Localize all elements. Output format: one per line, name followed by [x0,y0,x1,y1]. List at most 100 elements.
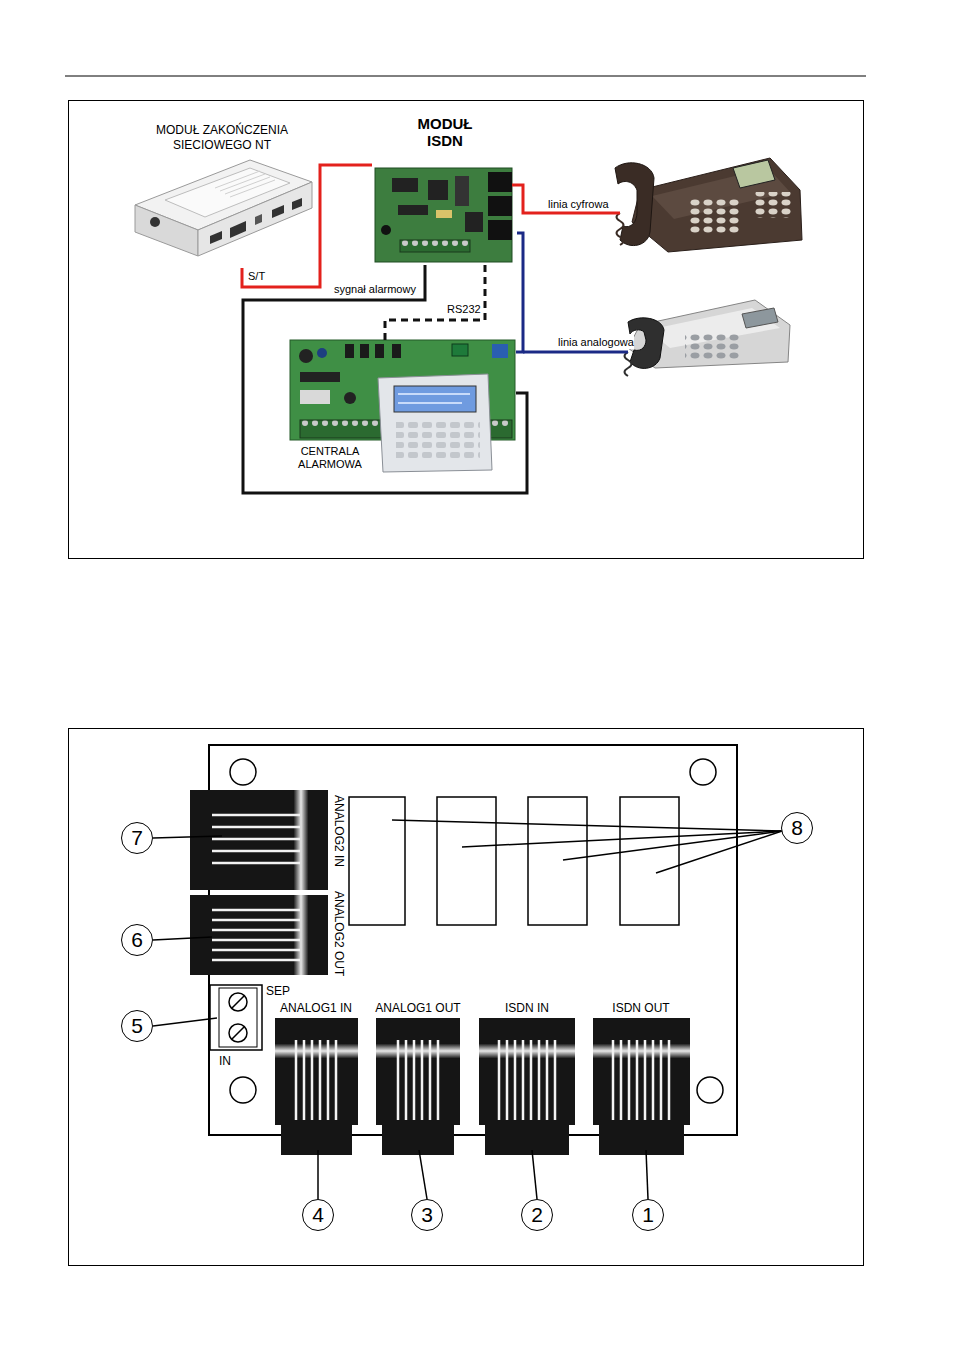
alarm-panel-picture-part [317,348,327,358]
alarm-panel-picture-part [299,349,313,363]
rj-jack-part [275,1018,358,1125]
device-node: MODUŁ ISDN [372,113,517,265]
alarm-panel-picture-part [452,344,468,356]
nt-module-picture-part [215,171,275,197]
connector [516,233,523,352]
module-board-part [697,1077,723,1103]
analog-phone-picture-part [742,308,778,328]
leader-line-part [563,831,782,860]
nt-module-picture-part [292,198,302,210]
nt-module-picture-part [135,205,198,256]
leader-line-part [462,831,782,847]
nt-module-picture-part [210,231,222,244]
port-label: ISDN IN [505,1001,549,1015]
analog-line-wire [523,351,628,354]
device-label: MODUŁ ZAKOŃCZENIA SIECIOWEGO NT [142,123,302,153]
digital-phone-picture [615,158,802,252]
analog-phone-picture-part [685,332,740,359]
leader-line-part [153,937,212,940]
port-label: ANALOG2 IN [332,795,346,867]
digital-line-wire [512,185,620,213]
rj-jack-part [479,1018,575,1125]
isdn-module-picture-part [488,172,512,192]
line-label: linia cyfrowa [548,198,609,211]
rj-jack-part [613,1040,669,1120]
leader-line-part [153,1018,217,1026]
module-board-part [690,759,716,785]
rj-jack-part [593,1018,690,1125]
relay-outline-part [437,797,496,925]
connector [385,265,485,340]
rj-jack-part [376,1018,460,1125]
digital-phone-picture-part [632,158,802,252]
alarm-panel-picture-part [344,392,356,404]
module-board-part [230,1077,256,1103]
isdn-module-picture [375,168,512,262]
alarm-panel-picture-part [345,344,354,358]
rj-jack-part [382,1125,454,1155]
rj-jack-vertical-part [294,895,308,975]
rj-jack-vertical-part [212,910,300,960]
port-label: ISDN OUT [612,1001,669,1015]
rj-jack-vertical-part [190,895,328,975]
nt-module-picture-part [272,205,284,218]
alarm-panel-picture-part [300,372,340,382]
rj-jack-vertical-part [212,815,300,863]
callout-number: 7 [121,822,153,854]
nt-module-picture-part [255,214,262,225]
callout-number: 6 [121,924,153,956]
connector-label: RS232 [446,303,482,316]
alarm-panel-picture-part [398,394,470,403]
device-node: CENTRALA ALARMOWA [288,340,516,480]
nt-module-picture-part [230,221,246,238]
rj-jack-part [398,1040,438,1120]
callout-number: 1 [632,1199,664,1231]
isdn-module-picture-part [400,240,470,252]
digital-phone-picture-part [690,198,742,234]
terminal-block-part [232,996,244,1039]
device-node: MODUŁ ZAKOŃCZENIA SIECIOWEGO NT [130,115,315,268]
digital-phone-picture-part [615,163,654,246]
leader-line-part [153,836,222,838]
rj-jack-part [599,1125,684,1155]
device-label: CENTRALA ALARMOWA [288,445,372,471]
alarm-panel-picture-part [375,344,384,358]
rj-jack-vertical [190,790,328,975]
figure-frame [69,729,864,1266]
alarm-panel-picture-part [300,390,330,404]
leader-line-part [656,831,782,873]
terminal-label: IN [219,1055,231,1068]
nt-module-picture-part [165,168,290,217]
terminal-label: SEP [266,985,290,998]
leader-line-part [532,1150,537,1199]
digital-phone-picture-part [617,213,624,245]
digital-phone-picture-part [733,160,775,188]
rj-jack-part [479,1044,575,1058]
connector [243,265,527,493]
isdn-module-picture-part [375,168,512,262]
port-label: ANALOG2 OUT [332,891,346,976]
rj-jack-vertical-part [190,790,328,890]
alarm-panel-picture-part [378,374,492,472]
relay-outline-part [620,797,679,925]
alarm-panel-picture-part [492,344,508,358]
rj-jack-part [275,1044,358,1058]
isdn-module-picture-part [436,210,452,218]
terminal-block-part [219,988,257,1047]
isdn-module-picture-part [488,196,512,216]
analog-phone-picture-part [625,352,632,376]
alarm-panel-picture-part [360,344,369,358]
alarm-panel-picture-part [396,420,480,460]
alarm-panel-picture-part [392,344,401,358]
rj-jack-part [593,1044,690,1058]
relay-outline-part [528,797,587,925]
analog-phone-picture-part [628,300,790,368]
port-label: ANALOG1 IN [280,1001,352,1015]
nt-module-picture-part [150,217,160,227]
connector [242,165,372,287]
